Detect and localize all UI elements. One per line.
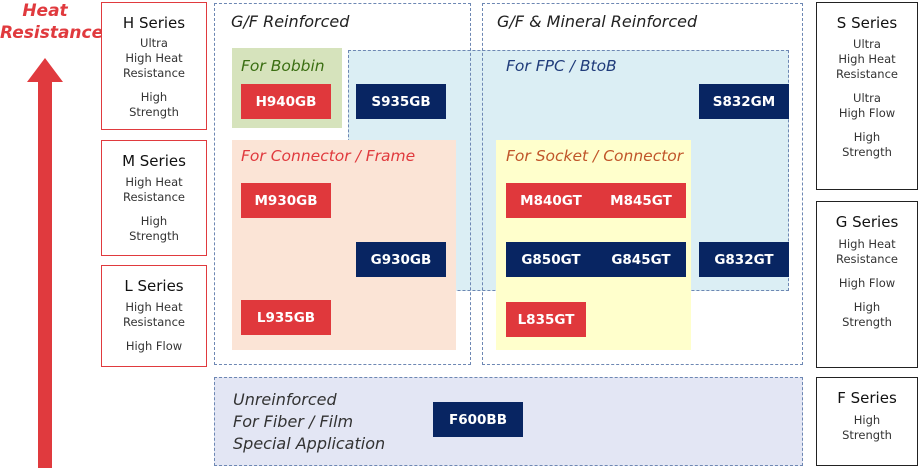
heat-resistance-label: Heat Resistance — [0, 0, 104, 44]
grade-chip-g850gt: G850GT — [506, 242, 596, 277]
grade-chip-m840gt: M840GT — [506, 183, 596, 218]
grade-chip-m930gb: M930GB — [241, 183, 331, 218]
series-desc: High Strength — [842, 413, 892, 442]
grade-chip-s935gb: S935GB — [356, 84, 446, 119]
grade-chip-g832gt: G832GT — [699, 242, 789, 277]
grade-chip-h940gb: H940GB — [241, 84, 331, 119]
region-title-fpc: For FPC / BtoB — [506, 57, 617, 75]
group-gf-reinforced — [214, 3, 471, 365]
heat-resistance-arrow — [27, 58, 63, 468]
series-desc: High Heat Resistance High Flow High Stre… — [836, 237, 898, 329]
grade-chip-s832gm: S832GM — [699, 84, 789, 119]
series-desc: Ultra High Heat Resistance Ultra High Fl… — [836, 37, 898, 159]
region-title-bobbin: For Bobbin — [241, 57, 325, 75]
series-name: F Series — [837, 389, 897, 407]
region-title-socket: For Socket / Connector — [506, 147, 684, 165]
unreinforced-line: Special Application — [233, 434, 386, 453]
unreinforced-line: For Fiber / Film — [233, 412, 354, 431]
heat-label-line1: Heat — [22, 1, 68, 21]
series-name: G Series — [835, 213, 899, 231]
series-box-f: F Series High Strength — [816, 377, 918, 466]
grade-chip-l935gb: L935GB — [241, 300, 331, 335]
series-name: M Series — [122, 152, 186, 170]
series-name: L Series — [124, 277, 184, 295]
series-box-s: S Series Ultra High Heat Resistance Ultr… — [816, 2, 918, 190]
grade-chip-l835gt: L835GT — [506, 302, 586, 337]
grade-chip-g845gt: G845GT — [596, 242, 686, 277]
grade-chip-f600bb: F600BB — [433, 402, 523, 437]
series-name: H Series — [122, 14, 186, 32]
series-desc: High Heat Resistance High Flow — [123, 300, 185, 353]
region-title-connector: For Connector / Frame — [241, 147, 416, 165]
group-gf-mineral — [482, 3, 803, 365]
unreinforced-text: Unreinforced For Fiber / Film Special Ap… — [233, 389, 385, 455]
grade-chip-m845gt: M845GT — [596, 183, 686, 218]
series-desc: High Heat Resistance High Strength — [123, 175, 185, 243]
unreinforced-line: Unreinforced — [233, 390, 337, 409]
series-desc: Ultra High Heat Resistance High Strength — [123, 36, 185, 119]
series-box-g: G Series High Heat Resistance High Flow … — [816, 201, 918, 368]
series-box-h: H Series Ultra High Heat Resistance High… — [101, 2, 207, 130]
group-title-gf-mineral: G/F & Mineral Reinforced — [497, 12, 698, 31]
series-name: S Series — [836, 14, 898, 32]
series-box-m: M Series High Heat Resistance High Stren… — [101, 140, 207, 256]
grade-chip-g930gb: G930GB — [356, 242, 446, 277]
heat-label-line2: Resistance — [0, 23, 104, 43]
series-box-l: L Series High Heat Resistance High Flow — [101, 265, 207, 367]
group-title-gf-reinforced: G/F Reinforced — [231, 12, 350, 31]
